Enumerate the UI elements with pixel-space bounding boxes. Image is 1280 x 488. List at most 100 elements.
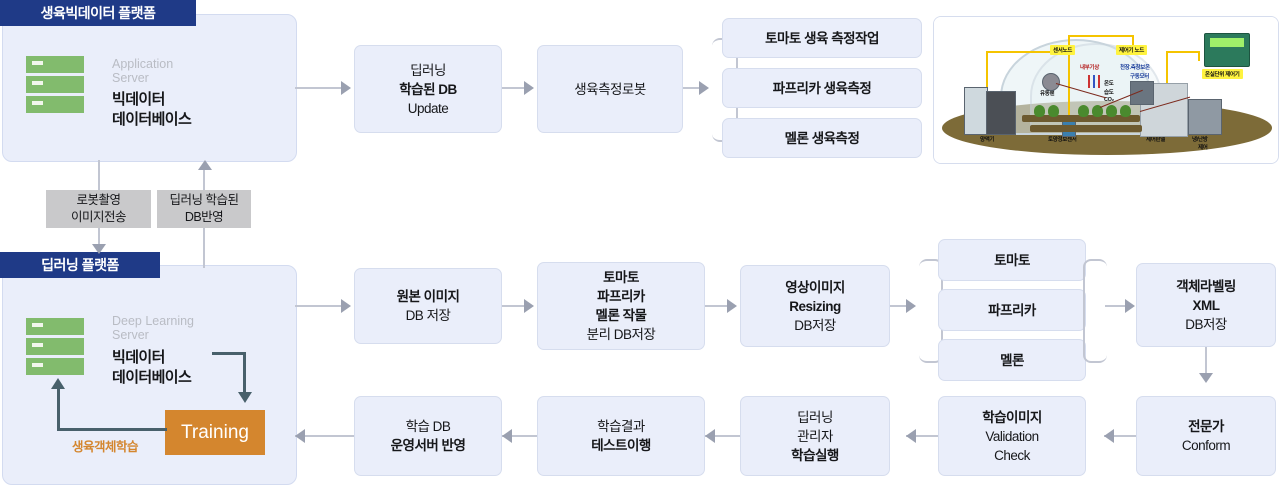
server-rack-icon-dl — [26, 318, 84, 380]
plant-3 — [1078, 105, 1089, 117]
training-in-arrow-down — [243, 352, 246, 394]
top-server-title-line2: 데이터베이스 — [112, 111, 192, 128]
chip-robot-capture-transfer: 로봇촬영 이미지전송 — [46, 190, 151, 228]
arrowhead-down-to-dl-platform — [92, 244, 106, 254]
box-tomato-growth-measurement-task[interactable]: 토마토 생육 측정작업 — [722, 18, 922, 58]
box-growth-measuring-robot[interactable]: 생육측정로봇 — [537, 45, 683, 133]
crop-bed-1 — [1022, 115, 1140, 122]
label-inner-weather: 내부기상 — [1080, 65, 1100, 71]
network-line-device — [1198, 51, 1200, 61]
cropsplit-line2: 파프리카 — [597, 289, 645, 304]
box-paprika-growth-measurement[interactable]: 파프리카 생육측정 — [722, 68, 922, 108]
box-deeplearning-manager-run[interactable]: 딥러닝 관리자 학습실행 — [740, 396, 890, 476]
label-nutrient-supply: 양액기 — [980, 137, 995, 143]
plant-4 — [1092, 105, 1103, 117]
connector-chip2-to-top — [203, 170, 205, 190]
box-crop-tomato[interactable]: 토마토 — [938, 239, 1086, 281]
tag-controller-node: 제어기 노드 — [1116, 45, 1148, 55]
box-deeplearning-db-update[interactable]: 딥러닝 학습된 DB Update — [354, 45, 502, 133]
manager-line2: 관리자 — [797, 428, 833, 444]
cropsplit-line4: 분리 DB저장 — [586, 327, 656, 342]
tag-sensor-node: 센서노드 — [1050, 45, 1076, 55]
box-melon-growth-measurement[interactable]: 멜론 생육측정 — [722, 118, 922, 158]
box-expert-conform[interactable]: 전문가 Conform — [1136, 396, 1276, 476]
controller-device-icon — [1204, 33, 1250, 67]
box-image-resizing-db[interactable]: 영상이미지 Resizing DB저장 — [740, 265, 890, 347]
network-line-controller-right — [1166, 51, 1200, 53]
arrowhead-up-to-bigdata-platform — [198, 160, 212, 170]
plant-6 — [1120, 105, 1131, 117]
training-block[interactable]: Training — [165, 410, 265, 455]
arrowhead-to-crops-branch — [906, 299, 916, 313]
connector-origimg-to-cropsplit — [502, 305, 526, 307]
box-training-image-validation-check[interactable]: 학습이미지 Validation Check — [938, 396, 1086, 476]
label-humidity: 습도 — [1104, 90, 1114, 96]
connector-crops-to-labeling — [1105, 305, 1127, 307]
chip-deeplearning-db-reflect: 딥러닝 학습된 DB반영 — [157, 190, 251, 228]
cycle-arrow-left — [57, 388, 60, 431]
connector-chip1-to-bottom — [98, 228, 100, 246]
box-training-db-operation-server[interactable]: 학습 DB 운영서버 반영 — [354, 396, 502, 476]
connector-validation-to-manager — [906, 435, 938, 437]
crop-label-2: 멜론 — [1000, 352, 1024, 368]
arrowhead-down-to-expert — [1199, 373, 1213, 383]
greenhouse-smartfarm-diagram: 센서노드 제어기 노드 온실단위 제어기 복합환경제어기 내부기상 천장.측창보… — [933, 16, 1279, 164]
connector-cropsplit-to-resizing — [705, 305, 729, 307]
plant-5 — [1106, 105, 1117, 117]
hvac-control-photo — [1188, 99, 1222, 135]
top-server-subtitle-line1: Application — [112, 57, 174, 71]
network-line-top-bridge — [1068, 35, 1134, 37]
connector-opserver-to-dlplatform — [295, 435, 354, 437]
cropsplit-line3: 멜론 작물 — [595, 308, 647, 323]
top-server-subtitle-line2: Server — [112, 71, 149, 85]
box-training-result-test-run[interactable]: 학습결과 테스트이행 — [537, 396, 705, 476]
plant-1 — [1034, 105, 1045, 117]
branch-bracket-crops-right — [1083, 259, 1107, 363]
cycle-label-growth-object-learning: 생육객체학습 — [72, 440, 139, 454]
connector-box1-to-box2 — [502, 87, 526, 89]
connector-top-to-chip1 — [98, 160, 100, 190]
connector-expert-to-validation — [1104, 435, 1136, 437]
manager-line1: 딥러닝 — [797, 409, 833, 425]
label-hvac-line1: 냉/난방 — [1192, 137, 1208, 143]
box-dlupdate-line3: Update — [407, 100, 449, 116]
tag-greenhouse-unit-controller: 온실단위 제어기 — [1202, 69, 1243, 79]
box-crop-paprika[interactable]: 파프리카 — [938, 289, 1086, 331]
testrun-line2: 테스트이행 — [591, 438, 651, 453]
temp-bar-blue — [1093, 75, 1095, 88]
arrowhead-to-resizing — [727, 299, 737, 313]
dl-server-subtitle-line1: Deep Learning — [112, 314, 195, 328]
crop-bed-2 — [1030, 125, 1142, 132]
connector-labeling-to-expert — [1205, 347, 1207, 375]
arrowhead-left-to-manager — [906, 429, 916, 443]
temp-bar-red2 — [1098, 75, 1100, 88]
box-original-image-db[interactable]: 원본 이미지 DB 저장 — [354, 268, 502, 344]
validation-line1: 학습이미지 — [982, 409, 1042, 425]
label-co2: CO₂ — [1104, 97, 1114, 103]
box-crop-melon[interactable]: 멜론 — [938, 339, 1086, 381]
box-object-labeling-xml[interactable]: 객체라벨링 XML DB저장 — [1136, 263, 1276, 347]
orig-img-line2: DB 저장 — [405, 308, 451, 323]
panel-title-growth-bigdata-platform: 생육빅데이터 플랫폼 — [0, 0, 196, 26]
branch-label-2: 멜론 생육측정 — [784, 130, 860, 146]
connector-resizing-to-crops — [890, 305, 908, 307]
branch-label-1: 파프리카 생육측정 — [772, 80, 872, 96]
validation-line2: Validation — [985, 428, 1039, 444]
connector-dlplatform-to-original-image — [295, 305, 343, 307]
dl-server-title-line2: 데이터베이스 — [112, 369, 192, 386]
dl-server-title-line1: 빅데이터 — [112, 349, 165, 366]
arrowhead-to-deeplearning-db-update — [341, 81, 351, 95]
connector-topplatform-to-box1 — [295, 87, 343, 89]
expert-line1: 전문가 — [1188, 419, 1224, 434]
chip2-line1: 딥러닝 학습된 — [169, 193, 239, 207]
plant-2 — [1048, 105, 1059, 117]
orig-img-line1: 원본 이미지 — [396, 289, 460, 304]
connector-chip2-down — [203, 228, 205, 268]
training-in-arrow-horizontal — [212, 352, 246, 355]
arrowhead-to-growth-robot — [524, 81, 534, 95]
crop-label-0: 토마토 — [994, 252, 1030, 268]
cycle-arrow-bottom — [57, 428, 167, 431]
branch-label-0: 토마토 생육 측정작업 — [765, 30, 879, 46]
box-crop-split-db[interactable]: 토마토 파프리카 멜론 작물 분리 DB저장 — [537, 262, 705, 350]
